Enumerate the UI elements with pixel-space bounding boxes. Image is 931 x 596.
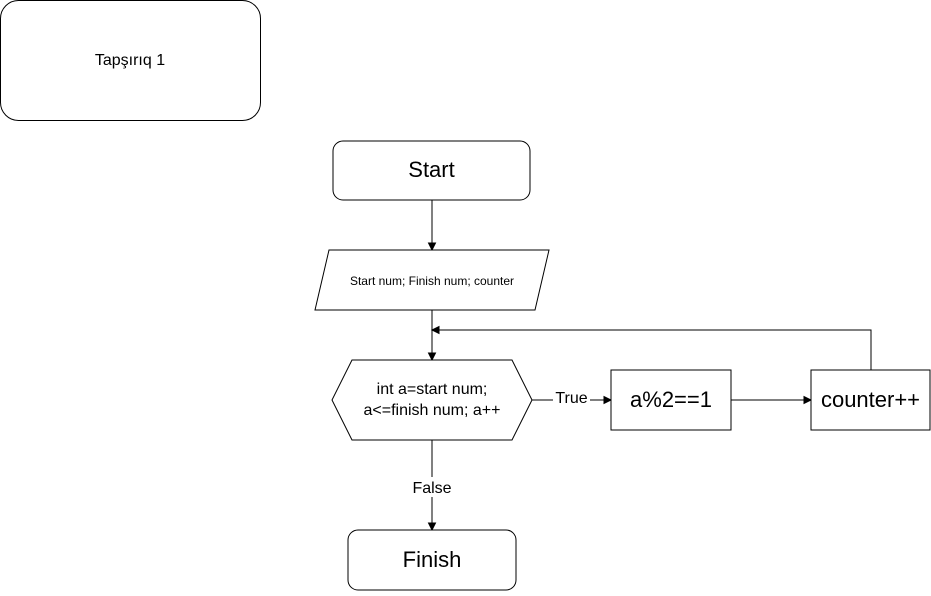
arrowhead	[427, 352, 437, 362]
arrowhead	[603, 395, 613, 405]
increment-node-label: counter++	[821, 387, 920, 412]
edge-condition-to-increment	[731, 395, 813, 405]
title-box-label: Tapşırıq 1	[95, 52, 165, 69]
title-box-shape	[0, 0, 261, 121]
arrowhead	[427, 522, 437, 532]
arrowhead	[430, 325, 440, 335]
loop-node-line2: a<=finish num; a++	[364, 402, 501, 419]
input-node-shape	[314, 249, 550, 311]
start-node: Start	[332, 140, 531, 201]
edge-input-to-loop	[427, 310, 437, 362]
edge-false-label: False	[412, 480, 451, 497]
edge-line	[439, 329, 872, 370]
edge-loop-to-condition: True	[532, 390, 613, 407]
finish-node-label: Finish	[403, 547, 462, 572]
finish-node: Finish	[347, 529, 517, 591]
start-node-label: Start	[408, 157, 454, 182]
input-node: Start num; Finish num; counter	[314, 249, 550, 311]
condition-node-shape	[610, 369, 732, 431]
edge-start-to-input	[427, 200, 437, 252]
title-box: Tapşırıq 1	[0, 0, 261, 121]
edge-increment-loopback	[430, 325, 872, 370]
loop-node: int a=start num; a<=finish num; a++	[331, 359, 533, 441]
arrowhead	[803, 395, 813, 405]
condition-node: a%2==1	[610, 369, 732, 431]
loop-node-shape	[331, 359, 533, 441]
arrowhead	[427, 242, 437, 252]
increment-node: counter++	[810, 369, 931, 431]
edge-loop-to-finish: False	[412, 440, 452, 532]
condition-node-label: a%2==1	[630, 387, 712, 412]
loop-node-line1: int a=start num;	[377, 381, 488, 398]
finish-node-shape	[347, 529, 517, 591]
edge-true-label: True	[555, 390, 587, 407]
input-node-label: Start num; Finish num; counter	[350, 274, 514, 288]
